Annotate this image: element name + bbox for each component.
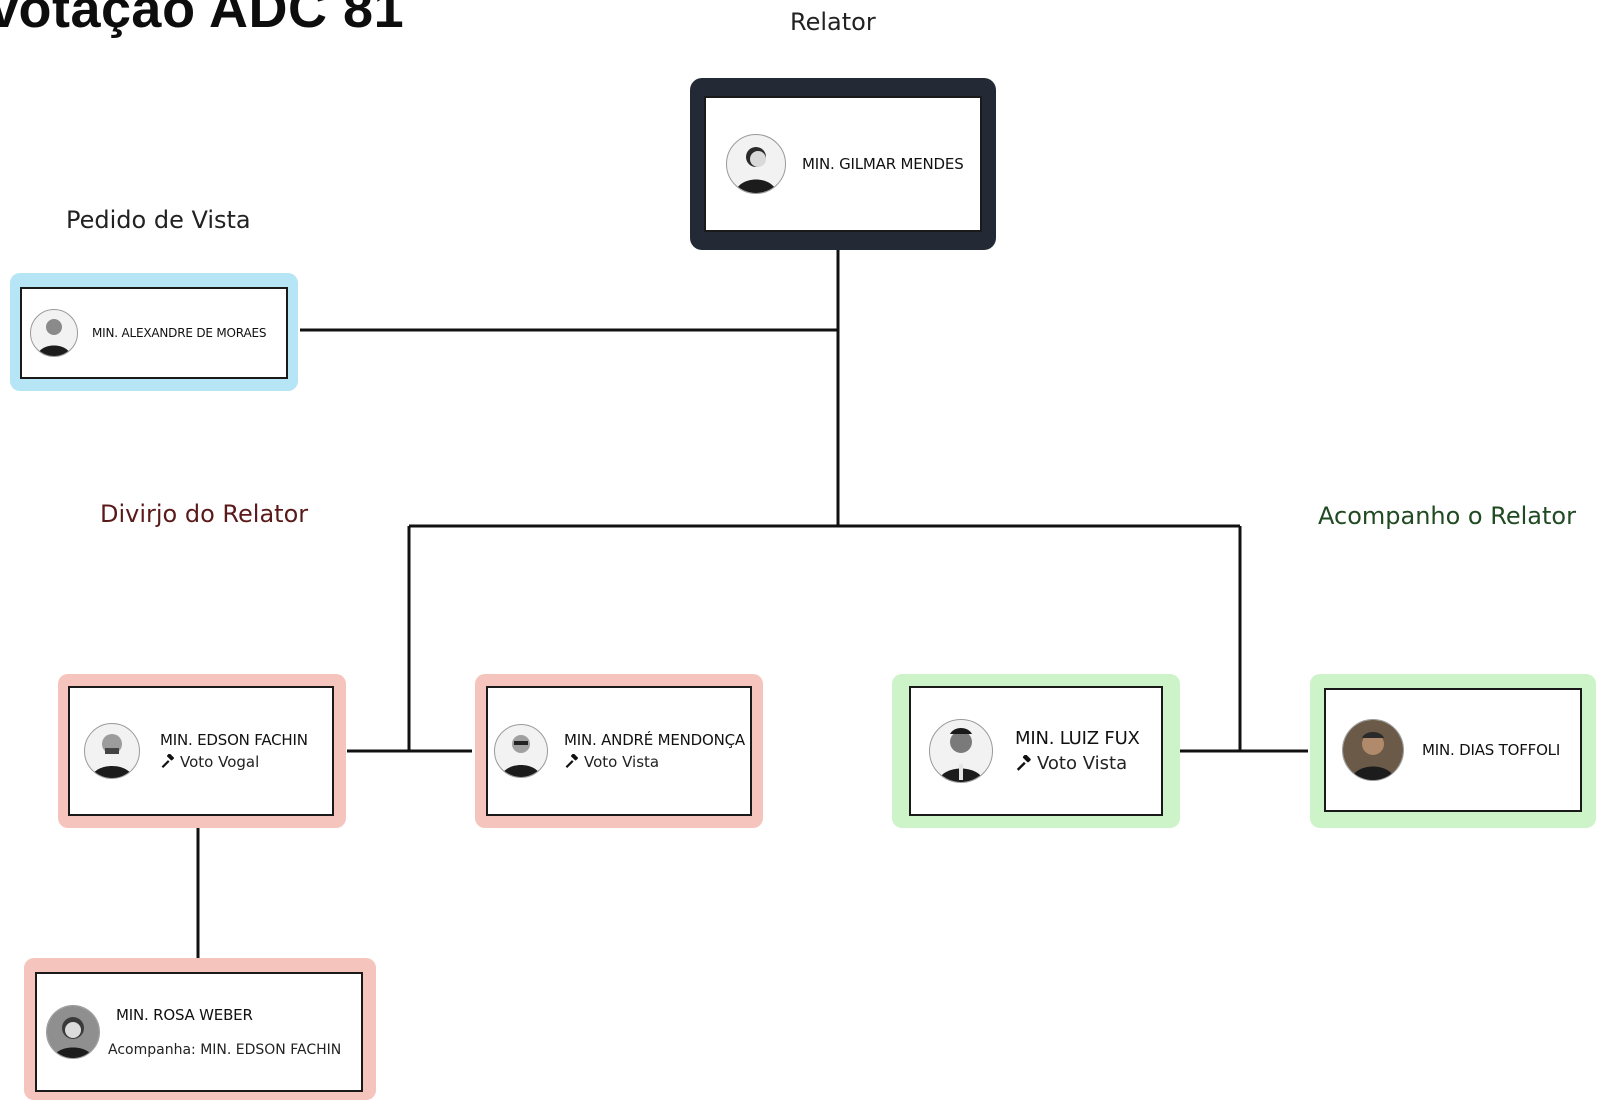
- avatar-portrait-icon: [501, 735, 541, 777]
- node-rosa-weber[interactable]: MIN. ROSA WEBER Acompanha: MIN. EDSON FA…: [24, 958, 376, 1100]
- node-info: MIN. GILMAR MENDES: [802, 155, 964, 173]
- node-edson-fachin[interactable]: MIN. EDSON FACHIN Voto Vogal: [58, 674, 346, 828]
- avatar: [30, 309, 78, 357]
- node-card: MIN. ANDRÉ MENDONÇA Voto Vista: [486, 686, 752, 816]
- minister-name: MIN. ANDRÉ MENDONÇA: [564, 731, 745, 749]
- vote-note-text: Voto Vista: [1037, 753, 1128, 774]
- gavel-icon: [1015, 754, 1033, 773]
- avatar-portrait-icon: [1343, 720, 1403, 780]
- node-info: MIN. EDSON FACHIN Voto Vogal: [160, 731, 308, 771]
- vote-note-text: Voto Vista: [584, 753, 660, 771]
- avatar: [726, 134, 786, 194]
- minister-name: MIN. ALEXANDRE DE MORAES: [92, 326, 267, 340]
- node-info: MIN. ANDRÉ MENDONÇA Voto Vista: [564, 731, 745, 771]
- gavel-icon: [564, 754, 580, 770]
- relator-group-label: Relator: [790, 8, 876, 36]
- minister-name: MIN. GILMAR MENDES: [802, 155, 964, 173]
- vote-note: Voto Vista: [1015, 753, 1140, 774]
- page-title: Votação ADC 81: [0, 0, 405, 39]
- vote-note: Voto Vista: [564, 753, 745, 771]
- node-info: MIN. DIAS TOFFOLI: [1422, 741, 1560, 759]
- divirjo-group-label: Divirjo do Relator: [100, 500, 309, 528]
- node-info: MIN. LUIZ FUX Voto Vista: [1015, 728, 1140, 774]
- avatar-portrait-icon: [735, 147, 777, 193]
- node-dias-toffoli[interactable]: MIN. DIAS TOFFOLI: [1310, 674, 1596, 828]
- node-andre-mendonca[interactable]: MIN. ANDRÉ MENDONÇA Voto Vista: [475, 674, 763, 828]
- avatar: [84, 723, 140, 779]
- minister-name: MIN. LUIZ FUX: [1015, 728, 1140, 749]
- avatar: [1342, 719, 1404, 781]
- avatar-portrait-icon: [37, 319, 71, 356]
- node-card: MIN. ROSA WEBER Acompanha: MIN. EDSON FA…: [35, 972, 363, 1092]
- vote-note: Voto Vogal: [160, 753, 308, 771]
- node-alexandre-de-moraes[interactable]: MIN. ALEXANDRE DE MORAES: [10, 273, 298, 391]
- minister-name: MIN. DIAS TOFFOLI: [1422, 741, 1561, 759]
- gavel-icon: [160, 754, 176, 770]
- vote-note-text: Acompanha: MIN. EDSON FACHIN: [108, 1042, 342, 1058]
- avatar: [46, 1005, 100, 1059]
- node-gilmar-mendes[interactable]: MIN. GILMAR MENDES: [690, 78, 996, 250]
- vote-note: Acompanha: MIN. EDSON FACHIN: [108, 1042, 341, 1058]
- node-card: MIN. EDSON FACHIN Voto Vogal: [68, 686, 334, 816]
- node-card: MIN. ALEXANDRE DE MORAES: [20, 287, 288, 379]
- node-card: MIN. DIAS TOFFOLI: [1324, 688, 1582, 812]
- avatar: [494, 724, 548, 778]
- node-card: MIN. GILMAR MENDES: [704, 96, 982, 232]
- node-luiz-fux[interactable]: MIN. LUIZ FUX Voto Vista: [892, 674, 1180, 828]
- node-info: MIN. ROSA WEBER Acompanha: MIN. EDSON FA…: [108, 1006, 341, 1058]
- node-card: MIN. LUIZ FUX Voto Vista: [909, 686, 1163, 816]
- avatar-portrait-icon: [47, 1006, 99, 1058]
- pedido-vista-group-label: Pedido de Vista: [66, 206, 251, 234]
- minister-name: MIN. ROSA WEBER: [116, 1006, 253, 1024]
- avatar-portrait-icon: [938, 728, 984, 782]
- avatar-portrait-icon: [91, 734, 133, 778]
- acompanho-group-label: Acompanho o Relator: [1318, 502, 1576, 530]
- avatar: [929, 719, 993, 783]
- node-info: MIN. ALEXANDRE DE MORAES: [92, 326, 266, 340]
- minister-name: MIN. EDSON FACHIN: [160, 731, 308, 749]
- vote-note-text: Voto Vogal: [180, 753, 260, 771]
